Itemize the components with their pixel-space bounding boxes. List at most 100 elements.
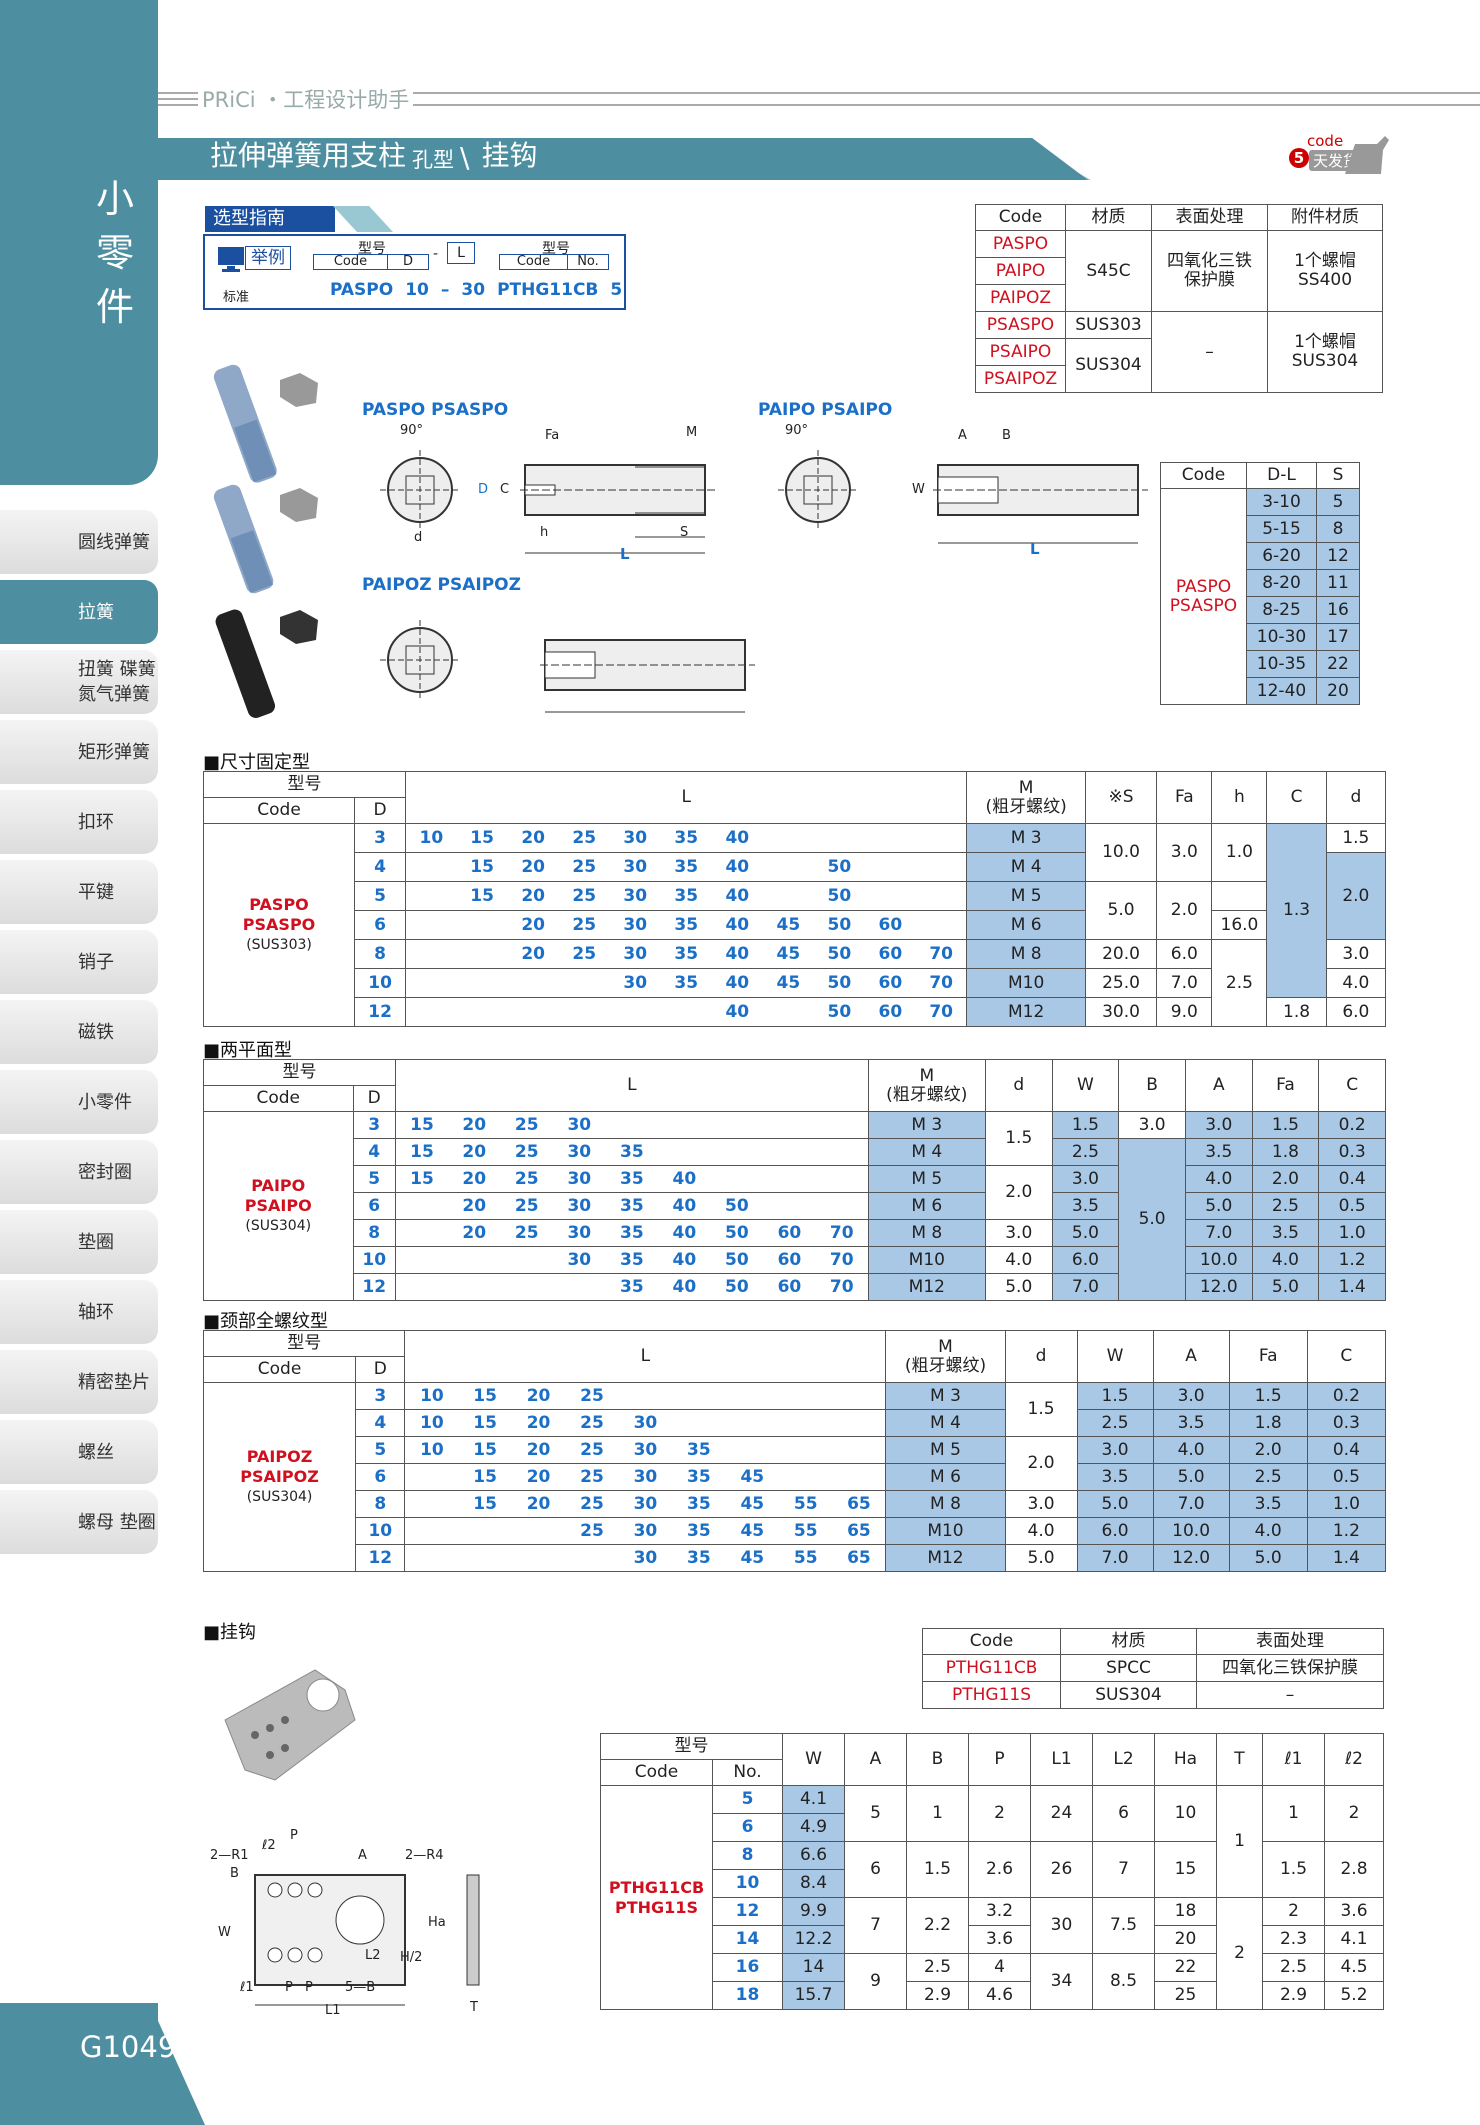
example-dash: –	[440, 280, 450, 300]
d-value: 3.0	[1004, 1490, 1078, 1518]
l-value: 35	[660, 939, 712, 969]
sidebar-item[interactable]: 螺丝	[0, 1420, 158, 1484]
l-value: 45	[725, 1544, 779, 1572]
l-value: 65	[832, 1490, 887, 1518]
l-value: 20	[447, 1165, 501, 1193]
hook-spec-table: 型号 W A B P L1 L2 Ha T ℓ1 ℓ2 Code No. PTH…	[600, 1733, 1384, 2010]
d-value: 3	[354, 823, 407, 853]
l-value: 10	[405, 823, 457, 853]
l-value	[507, 968, 559, 998]
sidebar-item[interactable]: 矩形弹簧	[0, 720, 158, 784]
s-dl: 5-15	[1246, 515, 1317, 543]
t3-header-l: L	[404, 1330, 887, 1383]
w-value: 4.9	[782, 1813, 845, 1842]
mat-code: PAIPOZ	[975, 284, 1066, 312]
l-value: 35	[672, 1436, 726, 1464]
code-1: PAIPO	[251, 1176, 306, 1195]
sidebar-item[interactable]: 扣环	[0, 790, 158, 854]
l-value: 35	[605, 1246, 659, 1274]
l-value: 25	[565, 1409, 619, 1437]
l-value	[763, 1138, 816, 1166]
t3-header-a: A	[1152, 1330, 1230, 1383]
selection-guide-title: 选型指南	[205, 206, 335, 232]
sidebar-item[interactable]: 密封圈	[0, 1140, 158, 1204]
t2-header-m: M(粗牙螺纹)	[867, 1059, 986, 1112]
a-value: 7.0	[1184, 1219, 1253, 1247]
l-value	[832, 1409, 887, 1437]
l-value: 35	[605, 1165, 659, 1193]
brand-lines-left	[158, 92, 198, 106]
l-value	[394, 1246, 448, 1274]
sidebar-item[interactable]: 磁铁	[0, 1000, 158, 1064]
l-value	[660, 997, 712, 1027]
t-value: 1	[1216, 1785, 1263, 1898]
fa-value: 6.0	[1156, 939, 1213, 969]
l-value	[605, 1111, 659, 1139]
d-value: 6	[354, 910, 407, 940]
example-d: 10	[405, 280, 429, 300]
s-value: 20	[1316, 677, 1360, 705]
sidebar-item[interactable]: 垫圈	[0, 1210, 158, 1274]
l2-value: 4.5	[1324, 1953, 1384, 1982]
t1-header-m-label: M	[1018, 777, 1034, 798]
b-value: 1.5	[906, 1841, 969, 1898]
a-value: 3.0	[1152, 1382, 1230, 1410]
l-value	[762, 881, 814, 911]
hook-mat-code: PTHG11CB	[922, 1654, 1061, 1682]
w-value: 8.4	[782, 1869, 845, 1898]
sidebar-item[interactable]: 平键	[0, 860, 158, 924]
no-value: 6	[712, 1813, 783, 1842]
s-value: 22	[1316, 650, 1360, 678]
l-value: 40	[658, 1219, 711, 1247]
l-value: 20	[511, 1463, 566, 1491]
l2-value: 6	[1092, 1785, 1155, 1842]
mat-code: PASPO	[975, 230, 1066, 258]
s-header-dl: D-L	[1246, 462, 1317, 489]
p-value: 3.2	[968, 1897, 1031, 1926]
d-value: 4	[352, 1138, 396, 1166]
m-value: M 3	[885, 1382, 1006, 1410]
w-value: 5.0	[1051, 1219, 1120, 1247]
no-value: 12	[712, 1897, 783, 1926]
l2-value: 7.5	[1092, 1897, 1155, 1954]
t3-header-m-sub: (粗牙螺纹)	[904, 1355, 987, 1376]
d-value: 10	[354, 968, 407, 998]
sidebar-item[interactable]: 拉簧	[0, 580, 158, 644]
m-value: M 4	[885, 1409, 1006, 1437]
b-value: 1	[906, 1785, 969, 1842]
t1-header-h: h	[1211, 771, 1268, 824]
sidebar-item[interactable]: 销子	[0, 930, 158, 994]
l-value	[779, 1409, 833, 1437]
fa-value: 2.0	[1251, 1165, 1320, 1193]
c-value: 1.3	[1266, 823, 1327, 998]
c-value: 1.8	[1266, 997, 1327, 1027]
l-value: 60	[864, 968, 916, 998]
s-dl: 6-20	[1246, 542, 1317, 570]
sidebar-item[interactable]: 螺母 垫圈	[0, 1490, 158, 1554]
d-value: 4.0	[1004, 1517, 1078, 1545]
sidebar-item[interactable]: 圆线弹簧	[0, 510, 158, 574]
l-value	[405, 881, 457, 911]
sidebar-item[interactable]: 扭簧 碟簧 氮气弹簧	[0, 650, 158, 714]
sidebar-item[interactable]: 轴环	[0, 1280, 158, 1344]
l-value: 70	[815, 1219, 869, 1247]
code-1: PASPO	[249, 895, 309, 914]
d-value: 2.0	[1004, 1436, 1078, 1491]
hook-mat-header-code: Code	[922, 1628, 1061, 1655]
l-value: 30	[553, 1246, 606, 1274]
sidebar-item[interactable]: 小零件	[0, 1070, 158, 1134]
l-value: 25	[565, 1517, 619, 1545]
l-value: 60	[763, 1246, 816, 1274]
dim-l: L	[620, 545, 630, 563]
fa-value: 5.0	[1084, 881, 1158, 940]
t4-header-col: L2	[1092, 1733, 1155, 1786]
dim-d-upper: D	[478, 482, 489, 497]
t1-header-code: Code	[202, 797, 356, 824]
c-value: 0.5	[1306, 1463, 1387, 1491]
l-value: 30	[553, 1219, 606, 1247]
sidebar-item[interactable]: 精密垫片	[0, 1350, 158, 1414]
